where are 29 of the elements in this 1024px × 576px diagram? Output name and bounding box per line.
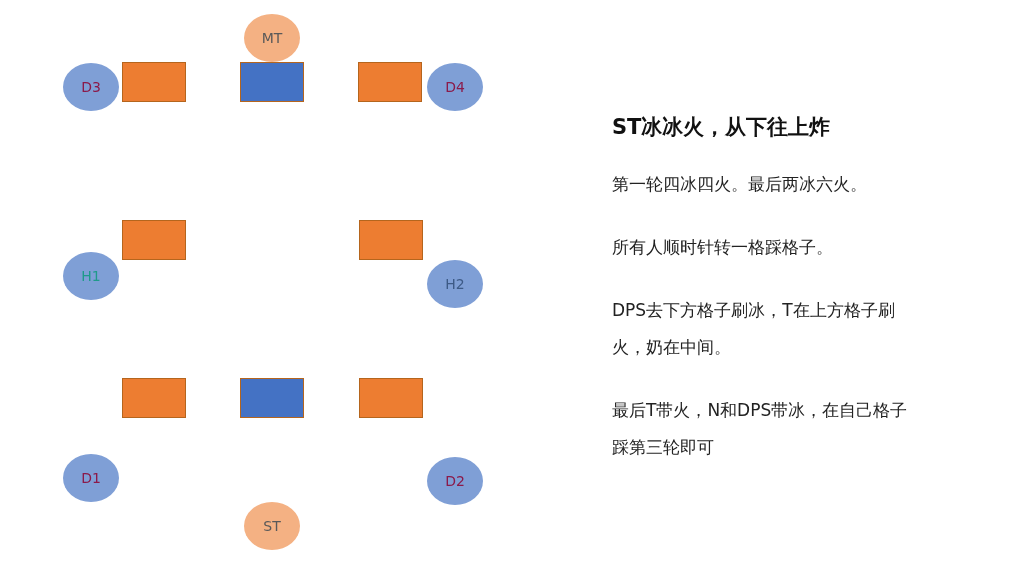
title: ST冰冰火，从下往上炸: [612, 114, 832, 141]
player-circle: [63, 454, 119, 502]
player-label: D3: [81, 77, 101, 97]
player-label: MT: [261, 28, 283, 48]
player-label: D2: [445, 471, 465, 491]
floor-tile: [240, 62, 304, 102]
player-label: H2: [445, 274, 465, 294]
floor-tile: [359, 378, 423, 418]
floor-tile: [122, 220, 186, 260]
player-label: D1: [81, 468, 101, 488]
player-circle: [244, 14, 300, 62]
player-label: ST: [263, 516, 281, 536]
note-text: DPS去下方格子刷冰，T在上方格子刷火，奶在中间。: [612, 299, 896, 359]
player-circle: [427, 457, 483, 505]
player-label: D4: [445, 77, 465, 97]
floor-tile: [358, 62, 422, 102]
floor-tile: [359, 220, 423, 260]
note-text: 最后T带火，N和DPS带冰，在自己格子踩第三轮即可: [612, 399, 909, 459]
floor-tile: [122, 378, 186, 418]
floor-tile: [122, 62, 186, 102]
player-circle: [63, 63, 119, 111]
player-circle: [244, 502, 300, 550]
player-circle: [427, 63, 483, 111]
note-text: 第一轮四冰四火。最后两冰六火。: [612, 173, 868, 196]
player-circle: [63, 252, 119, 300]
player-label: H1: [81, 266, 101, 286]
player-circle: [427, 260, 483, 308]
floor-tile: [240, 378, 304, 418]
note-text: 所有人顺时针转一格踩格子。: [612, 236, 834, 259]
